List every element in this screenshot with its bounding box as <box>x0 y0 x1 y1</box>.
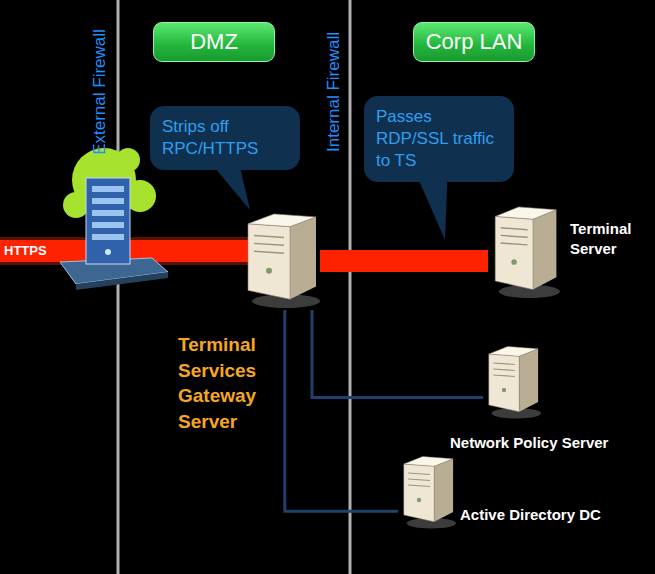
server-label: Network Policy Server <box>450 433 608 453</box>
server-icon <box>398 455 456 530</box>
firewall-icon <box>60 148 168 290</box>
network-link <box>312 310 483 398</box>
firewall-label: External Firewall <box>90 29 110 155</box>
firewall-label: Internal Firewall <box>324 32 344 152</box>
server-label: Terminal Services Gateway Server <box>178 332 293 435</box>
zone-label: DMZ <box>153 22 275 62</box>
server-node: Terminal Services Gateway Server <box>240 212 320 310</box>
callout-text: Passes RDP/SSL traffic to TS <box>376 106 502 172</box>
server-label: Active Directory DC <box>460 505 601 525</box>
protocol-label: HTTPS <box>4 243 47 258</box>
server-node: Network Policy Server <box>483 345 541 420</box>
server-label: Terminal Server <box>570 219 640 260</box>
rdp-ssl-link <box>320 250 488 272</box>
server-icon <box>488 205 560 300</box>
server-node: Active Directory DC <box>398 455 456 530</box>
external-firewall-line <box>117 0 120 574</box>
zone-label: Corp LAN <box>413 22 535 62</box>
server-icon <box>240 212 320 310</box>
callout-text: Strips off RPC/HTTPS <box>162 116 288 160</box>
zone-title: Corp LAN <box>426 29 523 55</box>
network-link <box>285 310 398 511</box>
zone-title: DMZ <box>190 29 238 55</box>
server-node: Terminal Server <box>488 205 560 300</box>
internal-firewall-line <box>349 0 352 574</box>
server-icon <box>483 345 541 420</box>
callout-bubble: Passes RDP/SSL traffic to TS <box>364 96 514 182</box>
callout-bubble: Strips off RPC/HTTPS <box>150 106 300 170</box>
